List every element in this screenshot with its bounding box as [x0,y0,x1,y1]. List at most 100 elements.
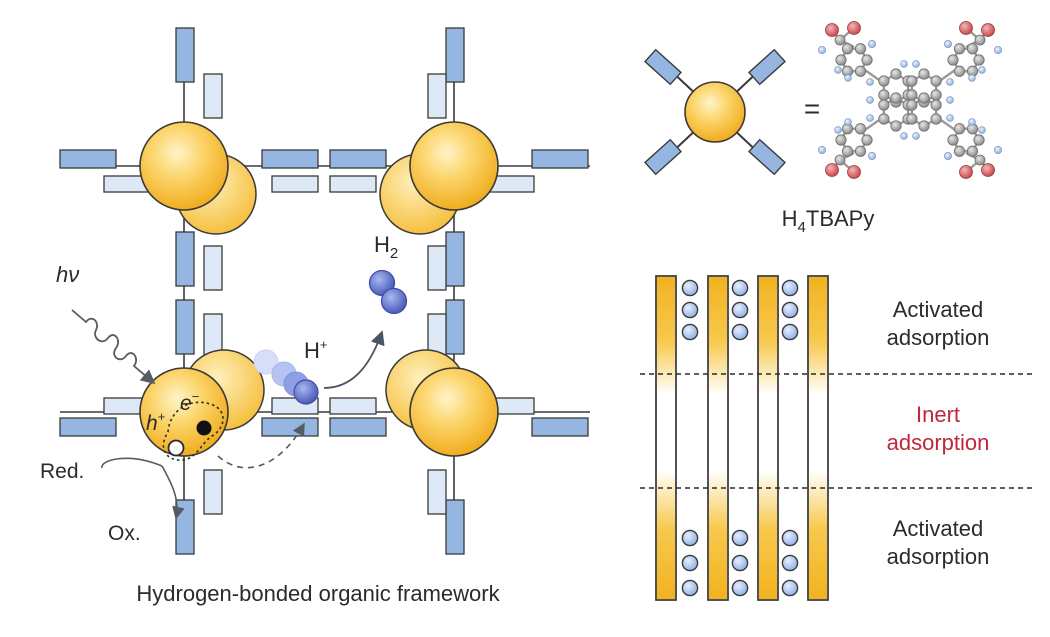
electron-transfer-arrow [217,422,305,469]
redox-arrow: Red. Ox. [40,457,185,545]
hydrogen-atom [844,74,852,82]
adsorbate-molecule [731,279,749,297]
carbon-atom [953,145,966,157]
hydrogen-atom [900,60,908,68]
linker-blue [175,27,195,83]
adsorbate-molecule [681,301,699,319]
carbon-atom [930,75,942,87]
channel-wall-outline [707,275,729,601]
activated-top-line1: Activated [893,297,984,322]
hydrogen-atom [866,96,874,104]
carbon-atom [974,154,986,166]
adsorbate-molecule [731,301,749,319]
linker-pale [329,397,377,415]
hydrogen-atom [946,78,954,86]
hydrogen-atom [978,126,986,134]
carbon-atom [834,154,846,166]
electron-label: e− [180,389,199,415]
carbon-atom [890,92,902,104]
adsorption-diagram [655,275,829,601]
hydrogen-atom [912,132,920,140]
linker-blue [445,27,465,83]
carbon-atom [973,134,985,146]
linker-blue [175,299,195,355]
inert-line1: Inert [916,402,960,427]
electron-dot [196,420,212,436]
oxygen-atom [847,21,861,35]
carbon-atom [835,54,847,66]
carbon-atom [947,134,959,146]
carbon-atom [861,54,873,66]
activated-bottom-line1: Activated [893,516,984,541]
linker-blue [175,499,195,555]
activated-bottom-line2: adsorption [887,544,990,569]
linker-schematic [644,48,786,176]
adsorbate-molecule [681,529,699,547]
channel-wall-top-fill [759,277,777,395]
adsorbate-molecule [781,323,799,341]
hydrogen-atom [946,114,954,122]
adsorbate-molecule [781,554,799,572]
carbon-atom [890,120,902,132]
channel-wall-bottom-fill [709,470,727,599]
linker-blue [445,499,465,555]
carbon-atom [930,113,942,125]
channel-wall-top-fill [657,277,675,395]
hydrogen-atom [834,126,842,134]
adsorbate-molecule [731,529,749,547]
carbon-atom [953,65,966,77]
linker-pale [203,469,223,515]
oxygen-atom [981,23,995,37]
linker-blue [59,149,117,169]
linker-pale [329,175,377,193]
linker-blue [59,417,117,437]
carbon-atom [890,68,902,80]
hydrogen-atom [868,151,877,160]
linker-blue [175,231,195,287]
oxygen-atom [825,23,839,37]
carbon-atom [835,134,847,146]
hole-label: h+ [146,409,165,435]
linker-blue [329,149,387,169]
hydrogen-atom [994,46,1003,55]
proton-path: H+ [253,330,385,405]
carbon-atom [918,120,930,132]
adsorbate-molecule [781,579,799,597]
linker-blue [531,417,589,437]
adsorbate-molecule [681,554,699,572]
h2-label: H2 [374,232,398,262]
channel-wall-bottom-fill [759,470,777,599]
charge-separation [162,401,224,461]
carbon-atom [947,54,959,66]
adsorbate-molecule [681,579,699,597]
carbon-atom [966,145,979,157]
channel-wall-bottom-fill [657,470,675,599]
linker-pale [271,175,319,193]
carbon-atom [953,43,966,55]
channel-wall-top-fill [709,277,727,395]
carbon-atom [854,145,867,157]
carbon-atom [918,92,930,104]
hydrogen-atom [866,78,874,86]
oxidant-label: Ox. [108,522,141,545]
carbon-atom [878,113,890,125]
carbon-atom [966,43,979,55]
inert-line2: adsorption [887,430,990,455]
linker-pale [203,245,223,291]
equals-sign: = [804,93,820,124]
hydrogen-atom [946,96,954,104]
hydrogen-atom [844,118,852,126]
linker-pale [427,73,447,119]
channel-wall-top-fill [809,277,827,395]
oxygen-atom [825,163,839,177]
oxygen-atom [981,163,995,177]
carbon-atom [841,145,854,157]
hydrogen-atom [900,132,908,140]
node-front [409,367,499,457]
hydrogen-atom [818,145,827,154]
framework-caption: Hydrogen-bonded organic framework [136,581,500,606]
oxygen-atom [959,165,973,179]
channel-wall-bottom-fill [809,470,827,599]
linker-blue [261,149,319,169]
